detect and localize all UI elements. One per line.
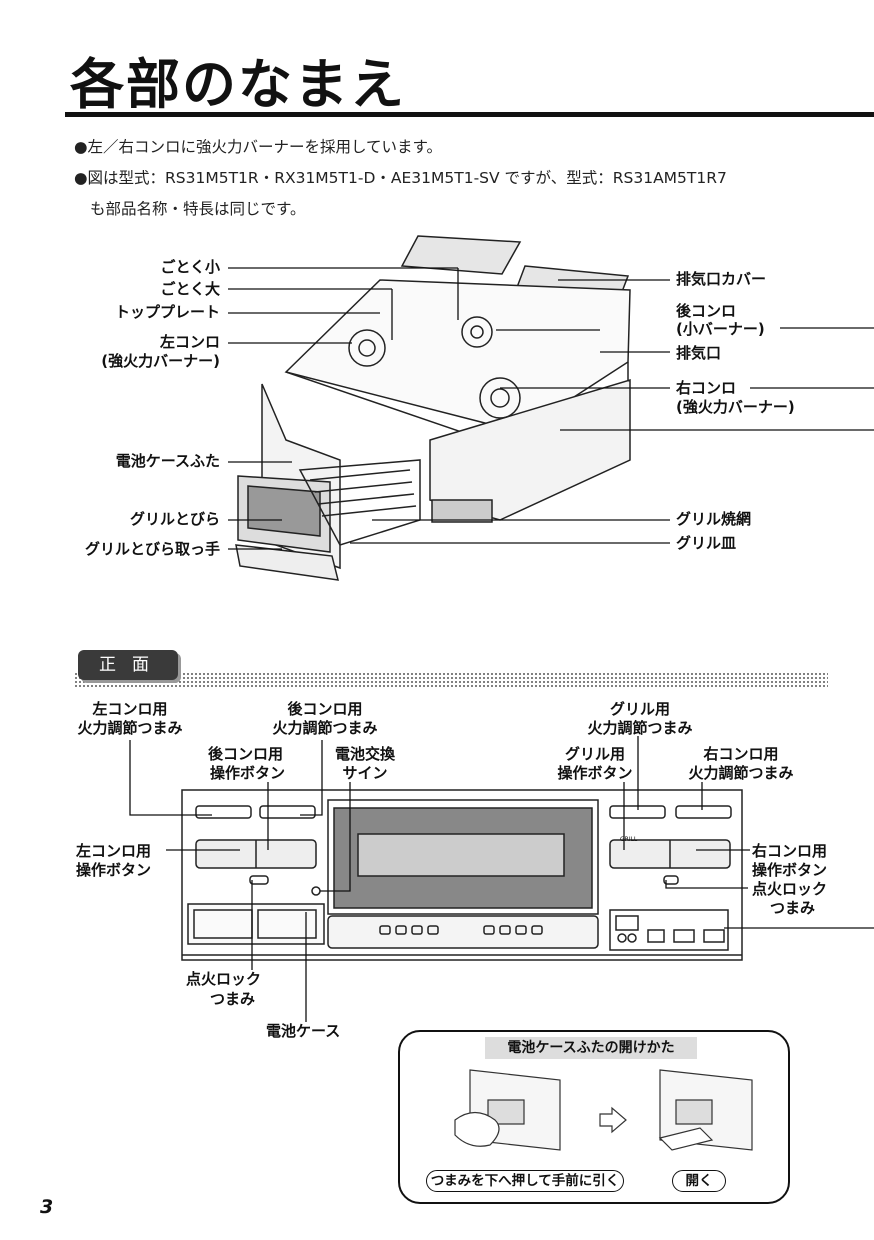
howto-step-1: つまみを下へ押して手前に引く bbox=[426, 1170, 624, 1192]
label-right-knob-1: 右コンロ用 bbox=[703, 745, 779, 763]
label-right-burner-sub: (強火力バーナー) bbox=[676, 398, 795, 416]
label-left-burner-sub: (強火力バーナー) bbox=[101, 352, 220, 370]
label-right-knob-2: 火力調節つまみ bbox=[688, 764, 794, 782]
label-gotoku-small: ごとく小 bbox=[160, 258, 220, 276]
label-grill-door: グリルとびら bbox=[129, 510, 220, 528]
label-battery-sign-2: サイン bbox=[342, 764, 388, 782]
label-right-button-1: 右コンロ用 bbox=[752, 842, 828, 860]
label-right-lock-1: 点火ロック bbox=[752, 880, 828, 898]
label-rear-knob-1: 後コンロ用 bbox=[287, 700, 363, 718]
section-dotted-rule bbox=[74, 672, 828, 688]
label-battery-lid: 電池ケースふた bbox=[115, 452, 220, 470]
label-grill-button-2: 操作ボタン bbox=[557, 764, 633, 782]
label-top-plate: トッププレート bbox=[114, 303, 220, 321]
label-grill-button-1: グリル用 bbox=[564, 745, 625, 763]
stove-illustration bbox=[228, 235, 874, 581]
label-battery-case: 電池ケース bbox=[266, 1022, 341, 1040]
label-rear-burner: 後コンロ bbox=[676, 302, 737, 320]
bullet-1: ●左／右コンロに強火力バーナーを採用しています。 bbox=[74, 138, 443, 156]
howto-title: 電池ケースふたの開けかた bbox=[485, 1037, 697, 1059]
label-right-button-2: 操作ボタン bbox=[752, 861, 828, 879]
battery-lid-howto-box bbox=[398, 1030, 790, 1204]
howto-step-2: 開く bbox=[672, 1170, 726, 1192]
label-left-lock-2: つまみ bbox=[210, 990, 256, 1008]
label-rear-button-2: 操作ボタン bbox=[210, 764, 286, 782]
label-left-knob-2: 火力調節つまみ bbox=[77, 719, 183, 737]
page-number: 3 bbox=[40, 1196, 54, 1218]
grill-panel-text: GRILL bbox=[620, 836, 638, 843]
label-right-lock-2: つまみ bbox=[770, 899, 816, 917]
section-title-front: 正面 bbox=[78, 650, 178, 680]
label-exhaust-cover: 排気口カバー bbox=[676, 270, 767, 288]
label-gotoku-large: ごとく大 bbox=[160, 280, 220, 298]
label-left-lock-1: 点火ロック bbox=[186, 970, 262, 988]
label-grill-pan: グリル皿 bbox=[676, 534, 737, 552]
label-grill-knob-1: グリル用 bbox=[609, 700, 670, 718]
label-right-burner: 右コンロ bbox=[676, 379, 737, 397]
label-left-knob-1: 左コンロ用 bbox=[92, 700, 168, 718]
label-rear-button-1: 後コンロ用 bbox=[208, 745, 284, 763]
label-left-burner: 左コンロ bbox=[159, 333, 220, 351]
label-left-button-2: 操作ボタン bbox=[76, 861, 152, 879]
bullet-2-cont: も部品名称・特長は同じです。 bbox=[90, 200, 306, 218]
bullet-2: ●図は型式：RS31M5T1R・RX31M5T1-D・AE31M5T1-SV で… bbox=[74, 169, 727, 187]
label-grill-knob-2: 火力調節つまみ bbox=[587, 719, 693, 737]
label-rear-burner-sub: (小バーナー) bbox=[676, 320, 765, 338]
label-grill-door-handle: グリルとびら取っ手 bbox=[84, 540, 220, 558]
title-underline bbox=[65, 112, 874, 117]
label-grill-net: グリル焼網 bbox=[676, 510, 752, 528]
label-left-button-1: 左コンロ用 bbox=[76, 842, 152, 860]
page-title: 各部のなまえ bbox=[70, 53, 406, 116]
label-exhaust: 排気口 bbox=[676, 344, 722, 362]
label-rear-knob-2: 火力調節つまみ bbox=[272, 719, 378, 737]
label-battery-sign-1: 電池交換 bbox=[334, 745, 395, 763]
